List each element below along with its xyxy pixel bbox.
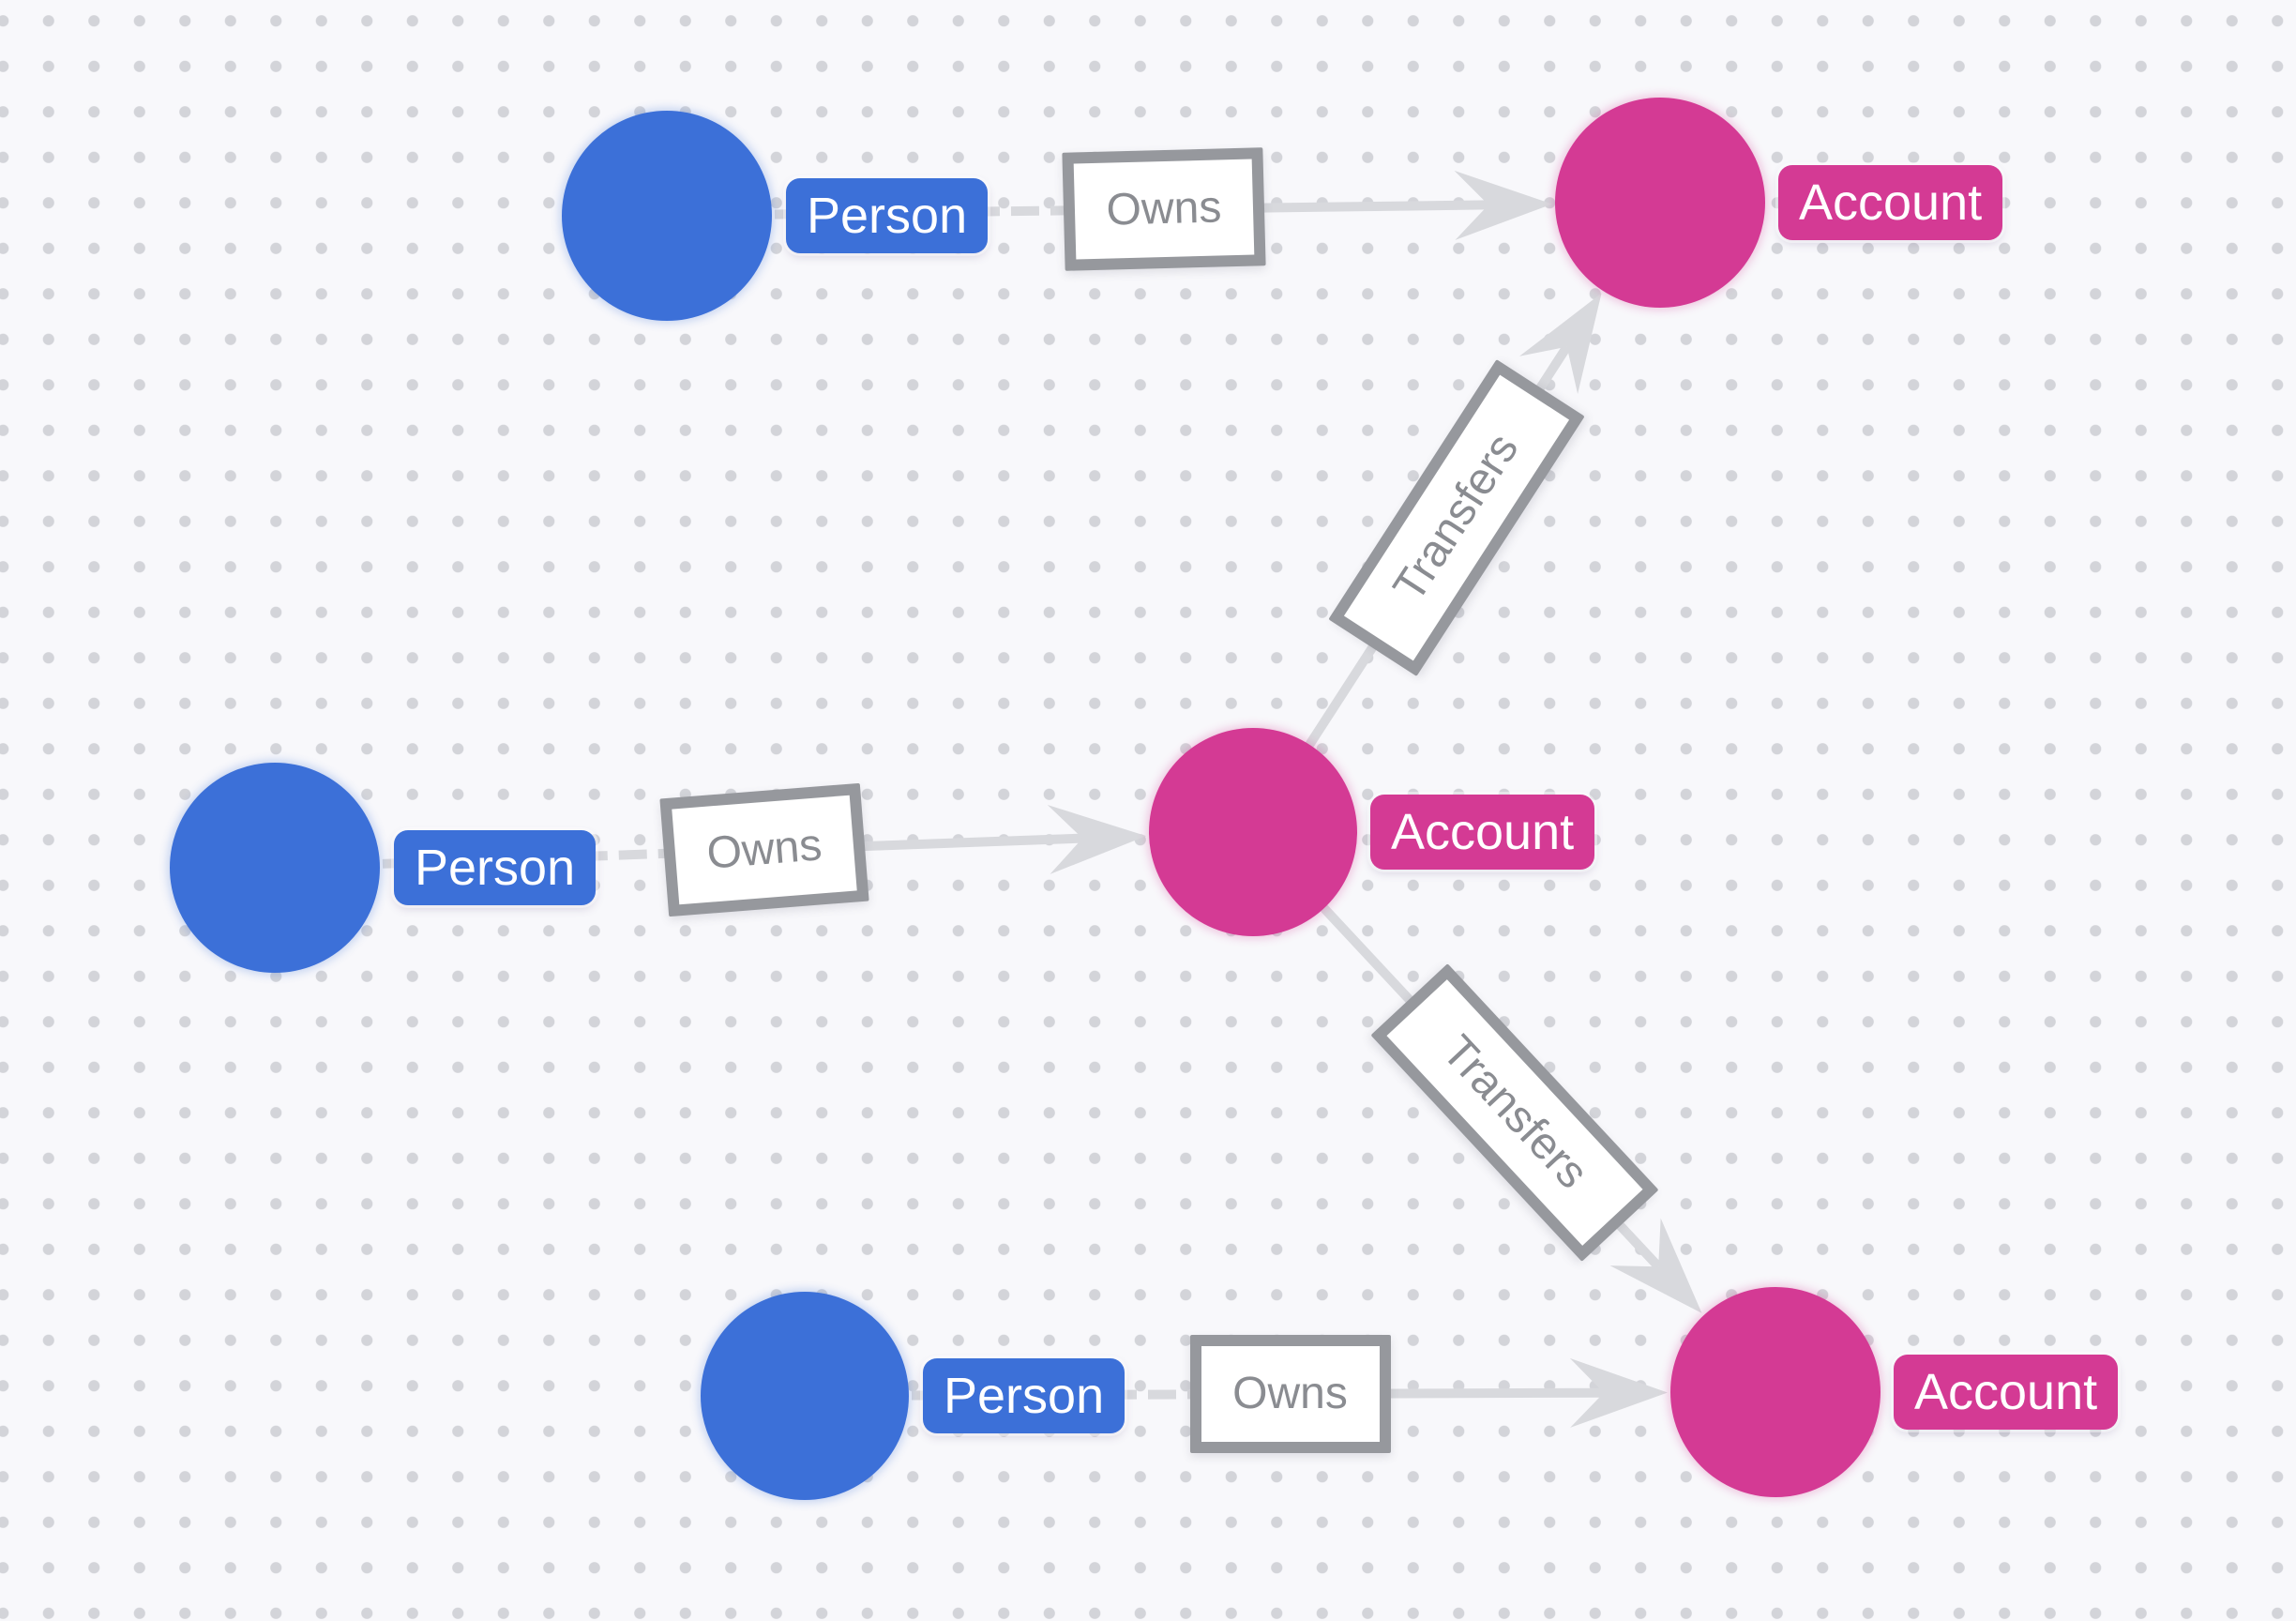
node-circle-account-1[interactable] [1555,98,1765,308]
node-circle-account-2[interactable] [1149,728,1357,936]
node-label-badge-person-2[interactable]: Person [394,830,597,905]
node-label-badge-account-1[interactable]: Account [1778,165,2003,240]
node-circle-account-3[interactable] [1670,1287,1881,1497]
node-circle-person-1[interactable] [562,111,772,321]
edge-arrowhead-transfers-2[interactable] [1609,1218,1702,1313]
node-label-badge-account-3[interactable]: Account [1894,1355,2119,1430]
node-circle-person-3[interactable] [701,1292,909,1500]
edge-arrowhead-owns-3[interactable] [1569,1357,1669,1428]
edge-arrowhead-owns-2[interactable] [1047,804,1147,874]
relationship-box-owns-2[interactable]: Owns [658,782,869,917]
node-label-badge-person-1[interactable]: Person [786,178,989,253]
edge-arrowhead-transfers-1[interactable] [1518,293,1602,394]
relationship-box-owns-3[interactable]: Owns [1189,1335,1391,1453]
node-label-badge-account-2[interactable]: Account [1370,795,1595,870]
edge-arrowhead-owns-1[interactable] [1454,170,1553,240]
node-circle-person-2[interactable] [170,763,380,973]
relationship-box-owns-1[interactable]: Owns [1061,147,1266,271]
relationship-label: Owns [1105,182,1222,235]
relationship-label: Owns [1232,1369,1348,1418]
relationship-label: Owns [704,820,823,879]
node-label-badge-person-3[interactable]: Person [923,1358,1125,1433]
